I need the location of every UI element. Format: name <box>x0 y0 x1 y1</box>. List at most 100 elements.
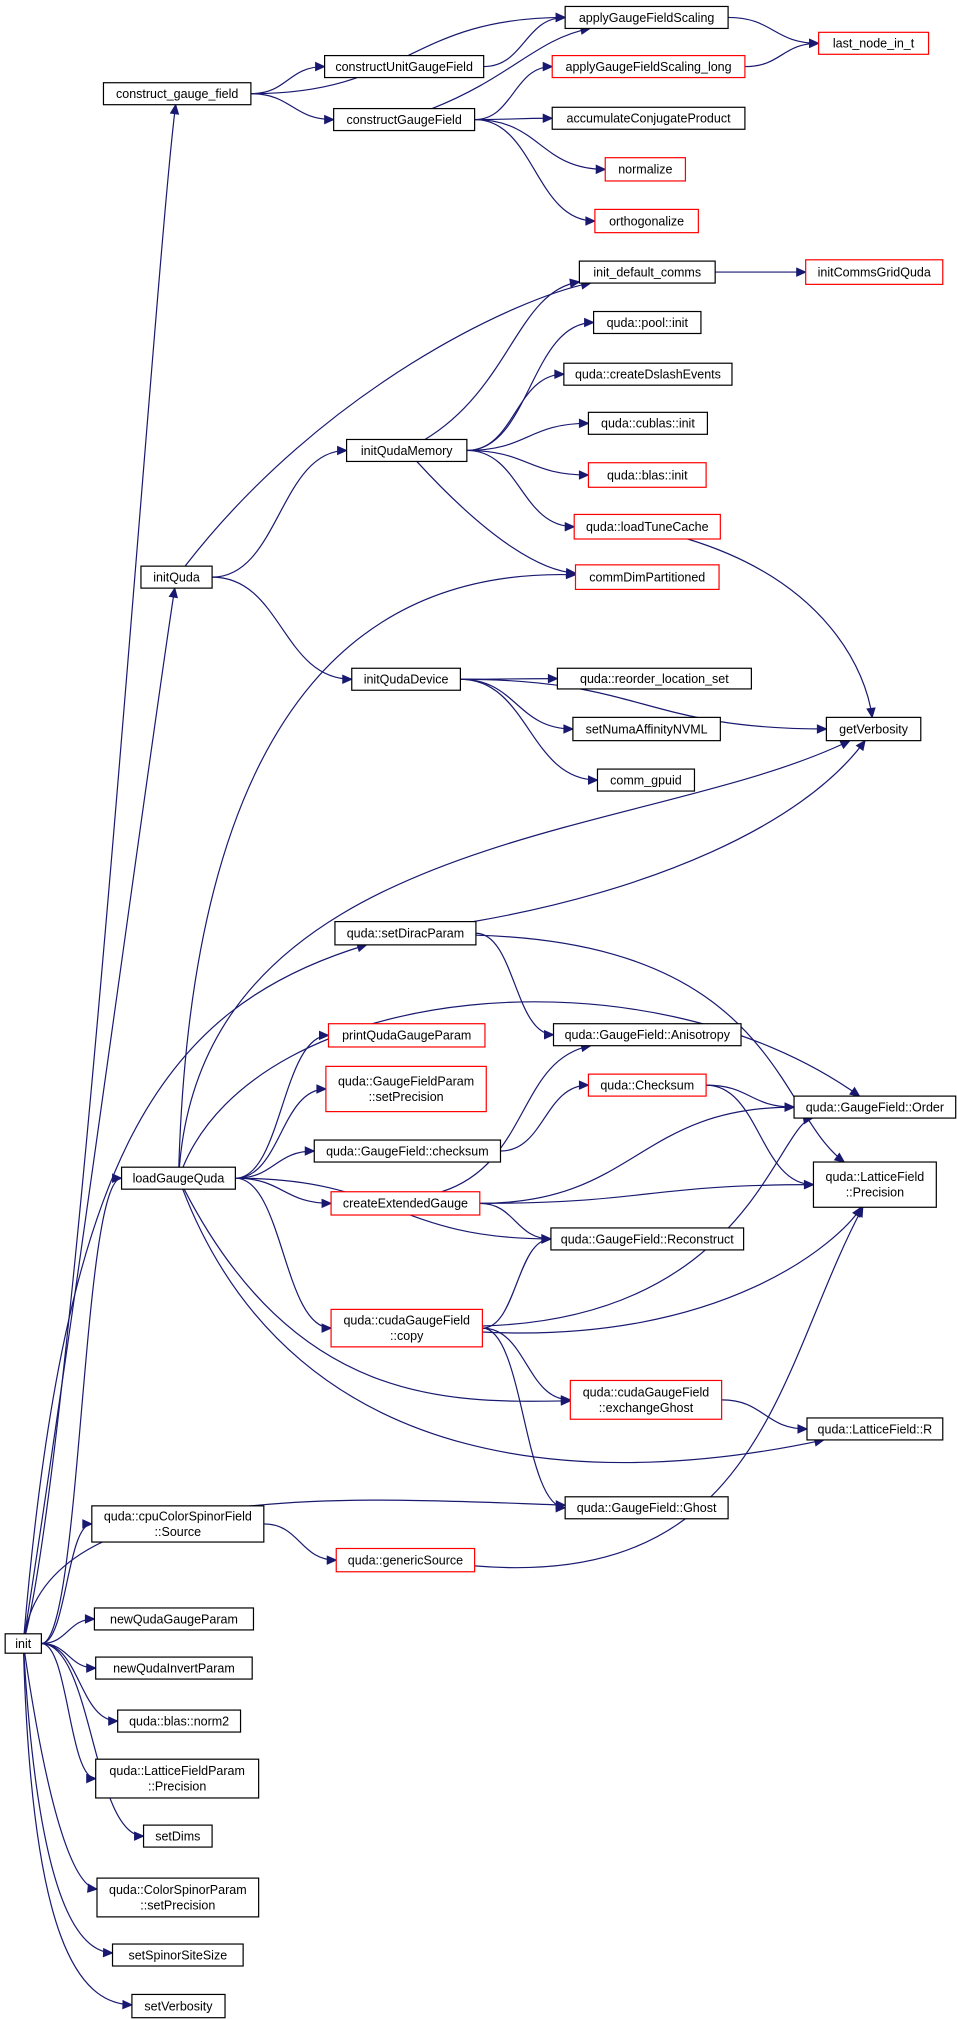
node-cpuColorSpinorField_Source[interactable]: quda::cpuColorSpinorField::Source <box>91 1505 265 1543</box>
node-Checksum[interactable]: quda::Checksum <box>587 1073 707 1097</box>
node-initCommsGridQuda[interactable]: initCommsGridQuda <box>805 259 944 285</box>
arrowhead <box>554 369 566 379</box>
node-normalize[interactable]: normalize <box>604 157 687 182</box>
node-box <box>552 1023 742 1047</box>
node-last_node_in_t[interactable]: last_node_in_t <box>818 31 930 55</box>
arrowhead <box>584 317 595 328</box>
node-blas_init[interactable]: quda::blas::init <box>587 462 707 488</box>
node-loadTuneCache[interactable]: quda::loadTuneCache <box>573 513 721 540</box>
edge-init-to-setVerbosity <box>22 1653 134 2010</box>
node-ColorSpinorParam_setPrecision[interactable]: quda::ColorSpinorParam::setPrecision <box>96 1877 260 1918</box>
node-label: printQudaGaugeParam <box>342 1029 471 1043</box>
node-getVerbosity[interactable]: getVerbosity <box>825 716 922 742</box>
node-init_default_comms[interactable]: init_default_comms <box>578 260 716 284</box>
node-GaugeField_Ghost[interactable]: quda::GaugeField::Ghost <box>564 1496 729 1520</box>
node-label: initCommsGridQuda <box>818 265 931 279</box>
node-box <box>596 768 696 792</box>
node-blas_norm2[interactable]: quda::blas::norm2 <box>117 1709 242 1733</box>
node-LatticeField_Precision[interactable]: quda::LatticeField::Precision <box>812 1161 937 1208</box>
node-loadGaugeQuda[interactable]: loadGaugeQuda <box>120 1166 236 1190</box>
node-construct_gauge_field[interactable]: construct_gauge_field <box>102 82 252 106</box>
node-box <box>818 31 930 55</box>
edge-init-to-ColorSpinorParam_setPrecision <box>24 1653 99 1893</box>
node-init[interactable]: init <box>4 1633 42 1654</box>
arrowhead <box>86 1663 97 1673</box>
node-initQuda[interactable]: initQuda <box>140 565 213 589</box>
edge-genericSource-to-LatticeField_Precision <box>474 1206 864 1569</box>
node-label: last_node_in_t <box>833 37 915 51</box>
edge-init-to-cpuColorSpinorField_Source <box>41 1519 94 1645</box>
node-label: accumulateConjugateProduct <box>567 112 732 126</box>
node-GaugeField_Reconstruct[interactable]: quda::GaugeField::Reconstruct <box>550 1227 745 1251</box>
node-GaugeField_checksum[interactable]: quda::GaugeField::checksum <box>313 1139 502 1163</box>
node-box <box>592 310 702 335</box>
node-setSpinorSiteSize[interactable]: setSpinorSiteSize <box>111 1943 244 1967</box>
node-box <box>572 716 721 742</box>
node-createDslashEvents[interactable]: quda::createDslashEvents <box>563 362 733 386</box>
node-initQudaMemory[interactable]: initQudaMemory <box>345 438 468 463</box>
node-printQudaGaugeParam[interactable]: printQudaGaugeParam <box>327 1023 486 1048</box>
node-GaugeField_Order[interactable]: quda::GaugeField::Order <box>793 1095 957 1119</box>
node-label: quda::blas::init <box>607 468 688 482</box>
edge-initQudaDevice-to-comm_gpuid <box>460 678 599 785</box>
node-box <box>564 1496 729 1520</box>
node-box <box>95 1758 260 1799</box>
node-setVerbosity[interactable]: setVerbosity <box>131 1993 226 2019</box>
node-cudaGaugeField_copy[interactable]: quda::cudaGaugeField::copy <box>330 1308 483 1348</box>
node-constructUnitGaugeField[interactable]: constructUnitGaugeField <box>324 54 485 79</box>
node-setNumaAffinityNVML[interactable]: setNumaAffinityNVML <box>572 716 721 742</box>
node-newQudaInvertParam[interactable]: newQudaInvertParam <box>95 1656 253 1680</box>
node-LatticeFieldParam_Precision[interactable]: quda::LatticeFieldParam::Precision <box>95 1758 260 1799</box>
edge-initQuda-to-init_default_comms <box>184 280 592 567</box>
node-pool_init[interactable]: quda::pool::init <box>592 310 702 335</box>
node-box <box>574 564 720 591</box>
node-box <box>102 82 252 106</box>
edge-cpuColorSpinorField_Source-to-genericSource <box>263 1523 338 1565</box>
edge-init-to-initQuda <box>24 586 178 1634</box>
node-label: setVerbosity <box>144 1999 213 2013</box>
edge-GaugeField_checksum-to-Checksum <box>500 1080 590 1152</box>
node-label: quda::cublas::init <box>601 417 695 431</box>
node-orthogonalize[interactable]: orthogonalize <box>594 208 699 234</box>
edge-cudaGaugeField_copy-to-LatticeField_Precision <box>482 1206 862 1334</box>
node-reorder_location_set[interactable]: quda::reorder_location_set <box>556 667 752 690</box>
node-applyGaugeFieldScaling[interactable]: applyGaugeFieldScaling <box>564 5 729 30</box>
node-label: constructUnitGaugeField <box>335 60 473 74</box>
node-label: quda::createDslashEvents <box>575 368 721 382</box>
edge-loadGaugeQuda-to-getVerbosity <box>178 740 851 1168</box>
node-cublas_init[interactable]: quda::cublas::init <box>587 411 709 435</box>
node-constructGaugeField[interactable]: constructGaugeField <box>333 107 476 132</box>
node-initQudaDevice[interactable]: initQudaDevice <box>351 667 461 691</box>
node-comm_gpuid[interactable]: comm_gpuid <box>596 768 696 792</box>
node-box <box>313 1139 502 1163</box>
arrowhead <box>318 1030 330 1041</box>
node-label: construct_gauge_field <box>116 87 238 101</box>
node-label: loadGaugeQuda <box>133 1172 225 1186</box>
node-GaugeFieldParam_setPrecision[interactable]: quda::GaugeFieldParam::setPrecision <box>325 1065 487 1113</box>
node-box <box>324 54 485 79</box>
edge-initQudaMemory-to-blas_init <box>466 449 590 480</box>
node-genericSource[interactable]: quda::genericSource <box>335 1547 476 1573</box>
node-LatticeField_R[interactable]: quda::LatticeField::R <box>806 1417 944 1441</box>
node-GaugeField_Anisotropy[interactable]: quda::GaugeField::Anisotropy <box>552 1023 742 1047</box>
node-box <box>569 1379 723 1420</box>
node-label: orthogonalize <box>609 214 684 228</box>
node-setDiracParam[interactable]: quda::setDiracParam <box>334 921 477 946</box>
node-commDimPartitioned[interactable]: commDimPartitioned <box>574 564 720 591</box>
edge-cudaGaugeField_copy-to-GaugeField_Order <box>482 1115 814 1327</box>
node-accumulateConjugateProduct[interactable]: accumulateConjugateProduct <box>551 106 746 130</box>
arrowhead <box>854 1206 864 1218</box>
node-label: init_default_comms <box>593 265 701 279</box>
edge-construct_gauge_field-to-constructGaugeField <box>250 93 335 125</box>
node-box <box>550 1227 745 1251</box>
edge-init-to-construct_gauge_field <box>25 103 180 1634</box>
node-applyGaugeFieldScaling_long[interactable]: applyGaugeFieldScaling_long <box>551 54 746 79</box>
edge-constructGaugeField-to-orthogonalize <box>474 118 597 226</box>
arrowhead <box>587 775 599 785</box>
node-setDims[interactable]: setDims <box>142 1824 213 1848</box>
edge-loadGaugeQuda-to-GaugeFieldParam_setPrecision <box>235 1084 328 1179</box>
node-box <box>551 54 746 79</box>
node-cudaGaugeField_exchangeGhost[interactable]: quda::cudaGaugeField::exchangeGhost <box>569 1379 723 1420</box>
node-newQudaGaugeParam[interactable]: newQudaGaugeParam <box>93 1607 255 1631</box>
node-createExtendedGauge[interactable]: createExtendedGauge <box>330 1191 481 1216</box>
